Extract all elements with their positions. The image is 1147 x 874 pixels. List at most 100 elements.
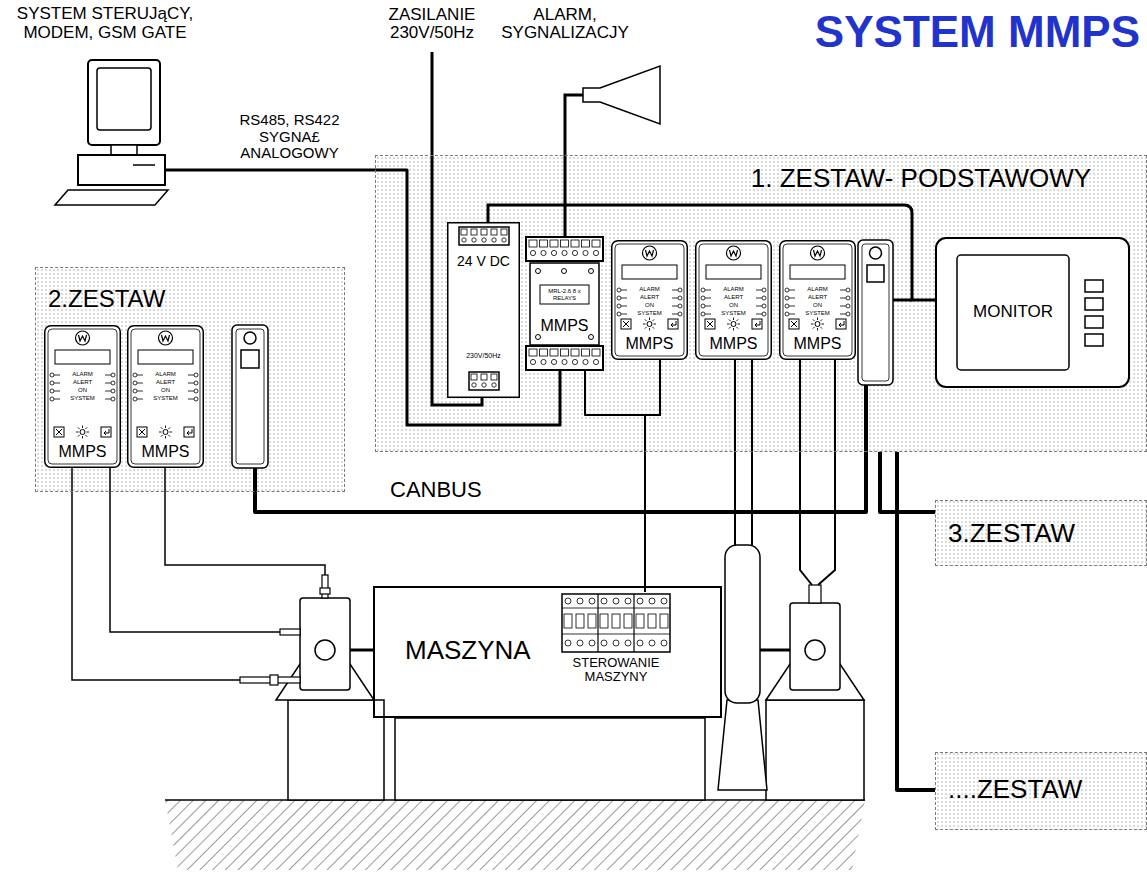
alarm-horn [583, 66, 660, 124]
relay-module-drawing [551, 359, 556, 364]
mmps-module-drawing [87, 432, 90, 433]
mmps-module-drawing [817, 318, 818, 321]
mmps-module-drawing [671, 321, 676, 327]
relay-module-drawing [550, 240, 558, 247]
mmps-module-drawing [621, 314, 627, 315]
mmps-module-drawing [645, 319, 647, 321]
mmps-module-drawing [111, 397, 115, 401]
node-label: MRL-2.6 8 x RELAYS [540, 288, 589, 301]
bearing-right [760, 649, 790, 652]
mmps-module-drawing [79, 335, 87, 341]
mmps-module-drawing [846, 312, 850, 316]
mmps-module-drawing [165, 436, 166, 439]
mmps-module-drawing [727, 324, 730, 325]
machine-control-drawing [660, 614, 668, 628]
mmps-module-drawing [822, 324, 825, 325]
node-label: MMPS [611, 335, 688, 353]
mmps-module-drawing [194, 389, 198, 393]
led-label: SYSTEM [712, 310, 755, 317]
led-label: ALERT [61, 379, 104, 386]
page-title: SYSTEM MMPS [740, 10, 1140, 54]
mmps-module-drawing [791, 321, 797, 327]
node-label: MMPS [524, 317, 605, 335]
mmps-module-drawing [128, 326, 204, 468]
can-module [232, 240, 893, 468]
mmps-module-drawing [813, 327, 815, 329]
relay-module-drawing [526, 237, 603, 261]
can-module [867, 265, 884, 282]
relay-module: MRL-2.6 8 x RELAYS MMPS [524, 237, 605, 370]
mmps-module-drawing [701, 312, 705, 316]
power-supply-drawing [472, 238, 476, 242]
mmps-module-drawing [50, 397, 54, 401]
relay-module-drawing [572, 250, 577, 255]
relay-module-drawing [592, 349, 600, 356]
mmps-module-drawing [789, 298, 795, 299]
control-computer-drawing [133, 164, 155, 166]
mmps-module-drawing [736, 319, 738, 321]
mmps-module-drawing [817, 328, 818, 331]
led-label: ALERT [144, 379, 187, 386]
mmps-module-drawing [138, 350, 193, 364]
machine-control-drawing [589, 640, 595, 646]
mmps-module-drawing [621, 298, 627, 299]
mmps-module-drawing [85, 435, 87, 437]
mmps-module-drawing [701, 296, 705, 300]
machine-foundation [718, 700, 767, 790]
mmps-module-drawing [76, 432, 79, 433]
power-supply-drawing [469, 372, 499, 390]
wire [645, 360, 660, 415]
mmps-module-drawing [707, 321, 713, 327]
signal-line [205, 170, 560, 425]
relay-module-drawing [589, 335, 594, 340]
mmps-module-drawing [820, 327, 822, 329]
relay-module-drawing [541, 250, 546, 255]
mmps-module-drawing [789, 306, 795, 307]
mmps-module-drawing [814, 250, 822, 256]
mmps-module-drawing [159, 331, 173, 345]
node-label: SYSTEM STERUJąCY, MODEM, GSM GATE [5, 5, 205, 42]
led-label: ALERT [628, 294, 671, 301]
control-computer-drawing [111, 145, 137, 155]
relay-module-drawing [593, 250, 598, 255]
mmps-module-drawing [840, 298, 846, 299]
mmps-module-drawing [111, 389, 115, 393]
led-label: ON [712, 302, 755, 309]
mmps-module-drawing [813, 319, 815, 321]
mmps-module-drawing [137, 391, 143, 392]
machine-control-drawing [600, 614, 608, 628]
mmps-module: ALARMALERTONSYSTEMMMPS [127, 325, 204, 468]
set-heading: 1. ZESTAW- PODSTAWOWY [706, 164, 1136, 193]
mmps-module-drawing [731, 322, 736, 327]
machine-control-drawing [637, 598, 643, 604]
relay-module-drawing [572, 359, 577, 364]
power-supply-drawing [482, 238, 486, 242]
mmps-module-drawing [649, 328, 650, 331]
node-label: MASZYNA [405, 636, 585, 665]
node-label: MONITOR [957, 303, 1069, 322]
mmps-module-drawing [105, 375, 111, 376]
region-ground [375, 155, 1147, 452]
mmps-module-drawing [672, 298, 678, 299]
power-supply-drawing [502, 238, 506, 242]
machine-control-drawing [613, 598, 619, 604]
monitor-panel: MONITOR [935, 237, 1130, 388]
machine-control-drawing [624, 614, 632, 628]
machine-control: STEROWANIE MASZYNY [560, 592, 672, 705]
mmps-module-drawing [678, 312, 682, 316]
machine-control-drawing [625, 640, 631, 646]
mmps-module-drawing [617, 312, 621, 316]
can-module [232, 325, 268, 468]
mmps-module-drawing [730, 250, 738, 256]
mmps-module-drawing [50, 381, 54, 385]
mmps-module-drawing [104, 429, 109, 435]
mmps-module-drawing [672, 290, 678, 291]
wire [751, 360, 753, 545]
mmps-module-drawing [840, 290, 846, 291]
relay-module-drawing [561, 349, 569, 356]
mmps-module-drawing [705, 290, 711, 291]
machine-control-drawing [577, 598, 583, 604]
mmps-module-drawing [789, 290, 795, 291]
machine-foundation [288, 700, 384, 800]
mmps-module-drawing [701, 288, 705, 292]
